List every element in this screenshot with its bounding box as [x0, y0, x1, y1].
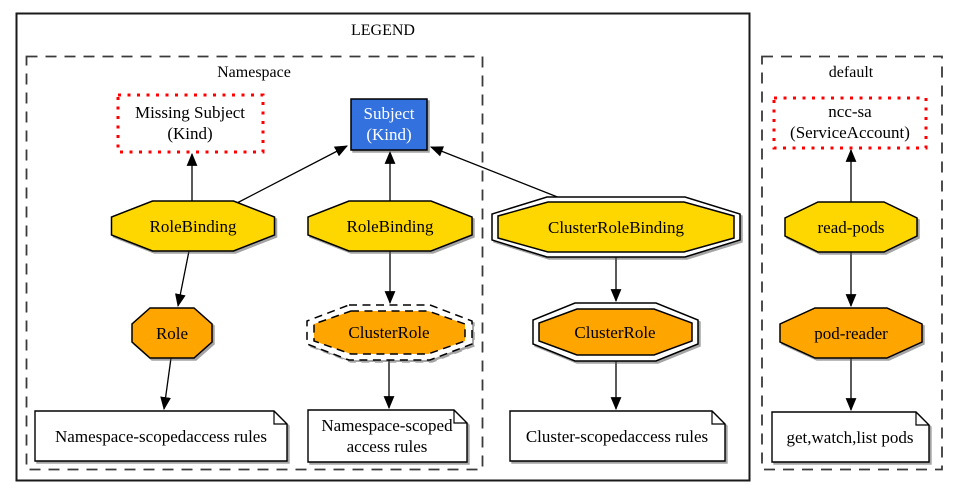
missing-subject-label: Missing Subject: [135, 103, 245, 122]
clusterrole-double-node: ClusterRole: [532, 302, 699, 362]
subject-box: [350, 98, 428, 151]
ncc-sa-node: ncc-sa (ServiceAccount): [772, 96, 928, 150]
edge-clusterrolebinding-to-subject: [429, 146, 561, 199]
pod-reader-node: pod-reader: [779, 307, 923, 359]
clusterrole-dashed-node: ClusterRole: [306, 304, 473, 361]
clusterrole-dashed-label: ClusterRole: [348, 323, 429, 342]
pod-verbs-note-label: get,watch,list pods: [786, 428, 913, 447]
namespace-rules-note-fold: [273, 411, 287, 425]
default-namespace-cluster-label: default: [829, 64, 874, 81]
clusterrole-dashed-inner-octagon: [313, 310, 466, 355]
edge-rolebinding-to-role: [175, 250, 190, 308]
edge-role-to-rules: [160, 357, 172, 411]
missing-subject-box: [116, 93, 265, 154]
cluster-rules-note-label: Cluster-scopedaccess rules: [526, 427, 708, 446]
rolebinding-mid-octagon: [307, 200, 473, 252]
rolebinding-left-label: RoleBinding: [150, 217, 237, 236]
read-pods-label: read-pods: [817, 218, 884, 237]
legend-title: LEGEND: [351, 22, 415, 39]
ncc-sa-box: [772, 96, 928, 150]
role-octagon: [131, 307, 213, 359]
namespace-cluster-border: [25, 55, 484, 471]
namespace-cluster-label: Namespace: [217, 64, 291, 81]
default-namespace-cluster-border: [761, 55, 943, 471]
rolebinding-mid-node: RoleBinding: [307, 200, 473, 252]
role-node: Role: [131, 307, 213, 359]
pod-verbs-note-fold: [915, 412, 929, 426]
namespace-rules-wrapped-line1: Namespace-scoped: [321, 416, 453, 435]
missing-subject-kind: (Kind): [167, 124, 212, 143]
clusterrolebinding-node: ClusterRoleBinding: [491, 196, 741, 258]
rolebinding-left-octagon: [110, 200, 276, 252]
clusterrole-double-inner-octagon: [538, 308, 693, 356]
clusterrole-double-label: ClusterRole: [574, 323, 655, 342]
ncc-sa-label: ncc-sa: [828, 102, 872, 121]
pod-reader-label: pod-reader: [814, 324, 888, 343]
cluster-rules-note: Cluster-scopedaccess rules: [509, 410, 726, 462]
namespace-rules-note: Namespace-scopedaccess rules: [34, 410, 288, 462]
role-label: Role: [156, 324, 188, 343]
read-pods-node: read-pods: [784, 201, 918, 253]
subject-node: Subject (Kind): [350, 98, 428, 151]
namespace-rules-wrapped-line2: access rules: [347, 437, 428, 456]
rolebinding-mid-label: RoleBinding: [347, 217, 434, 236]
namespace-rules-note-label: Namespace-scopedaccess rules: [55, 427, 267, 446]
namespace-rules-note-shape: [34, 410, 288, 462]
missing-subject-node: Missing Subject (Kind): [116, 93, 265, 154]
clusterrolebinding-label: ClusterRoleBinding: [548, 218, 685, 237]
edges: [160, 145, 857, 412]
pod-reader-octagon: [779, 307, 923, 359]
legend-cluster-border: [15, 12, 751, 482]
namespace-rules-wrapped-note-fold: [453, 410, 467, 424]
ncc-sa-kind: (ServiceAccount): [790, 123, 910, 142]
rolebinding-left-node: RoleBinding: [110, 200, 276, 252]
namespace-rules-wrapped-note-shape: [307, 409, 468, 463]
subject-label: Subject: [364, 104, 415, 123]
cluster-rules-note-fold: [711, 411, 725, 425]
pod-verbs-note: get,watch,list pods: [771, 411, 930, 463]
edge-rolebinding-left-to-subject: [236, 145, 348, 204]
namespace-rules-wrapped-note: Namespace-scoped access rules: [307, 409, 468, 463]
cluster-rules-note-shape: [509, 410, 726, 462]
clusterrolebinding-inner-octagon: [497, 201, 735, 253]
subject-kind: (Kind): [366, 125, 411, 144]
pod-verbs-note-shape: [771, 411, 930, 463]
read-pods-octagon: [784, 201, 918, 253]
